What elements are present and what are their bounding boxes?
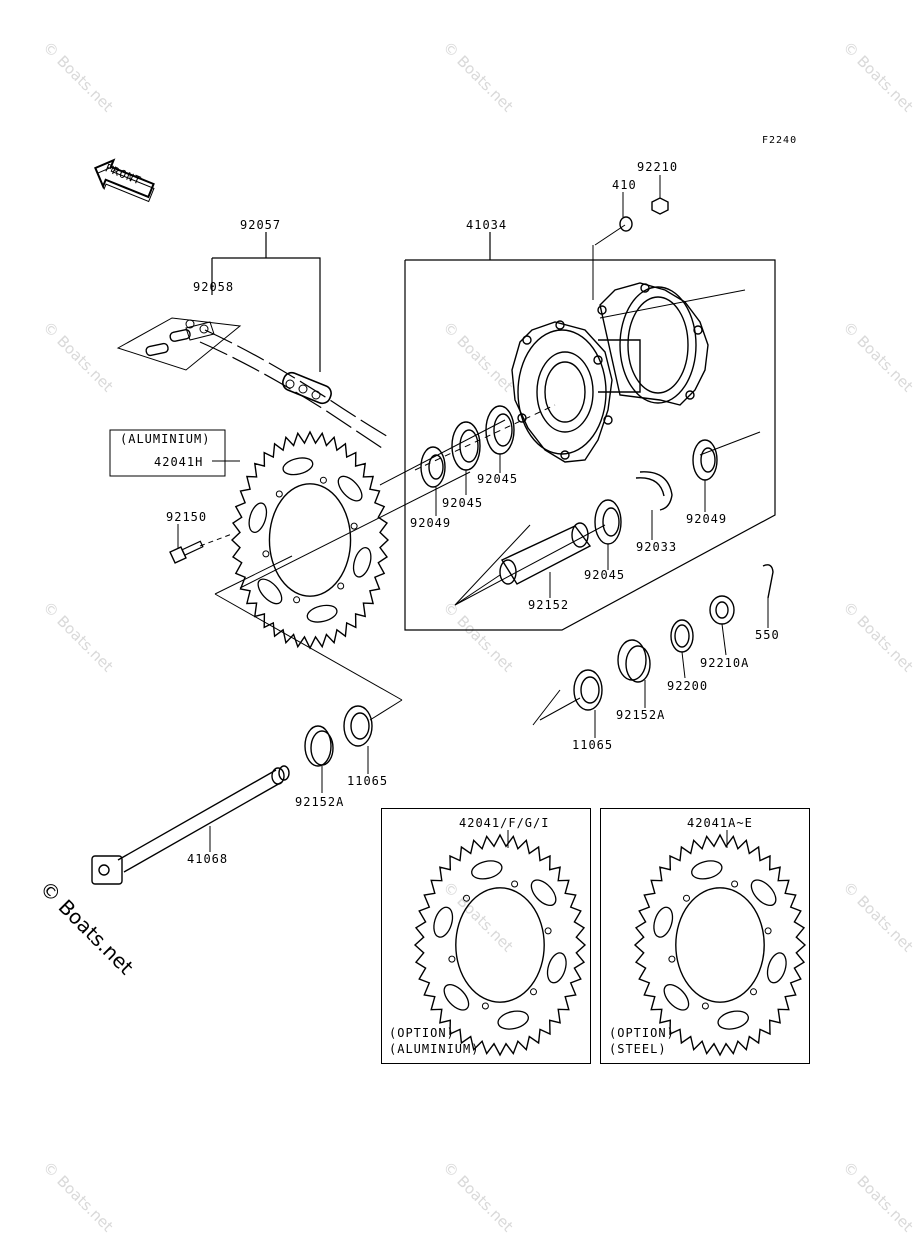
part-label-92150: 92150 [166, 510, 208, 524]
part-label-92033: 92033 [636, 540, 678, 554]
sprocket-bolt-hole [293, 596, 301, 604]
figure-code: F2240 [762, 135, 798, 146]
part-label-92210: 92210 [637, 160, 679, 174]
sprocket-bolt-hole [544, 927, 552, 935]
part-label-41034: 41034 [466, 218, 508, 232]
sprocket-lightening-hole [497, 1010, 529, 1030]
part-label-92049: 92049 [686, 512, 728, 526]
sprocket-lightening-hole [546, 952, 567, 984]
sprocket-bolt-hole [764, 927, 772, 935]
sprocket-bolt-hole [530, 988, 537, 996]
sprocket-outline [230, 430, 390, 650]
part-label-42041H: 42041H [154, 455, 204, 469]
sprocket-bolt-hole [463, 894, 470, 902]
sprocket-lightening-hole [530, 879, 557, 907]
sprocket-bolt-hole [750, 988, 757, 996]
part-label-92045: 92045 [584, 568, 626, 582]
sprocket-bolt-hole [319, 476, 327, 484]
sprocket-lightening-hole [663, 983, 690, 1011]
part-label-92058: 92058 [193, 280, 235, 294]
diagram-lineart [91, 158, 807, 1057]
chain-links [282, 371, 332, 405]
sprocket-lightening-hole [248, 502, 268, 533]
inset-part-label: 42041/F/G/I [459, 816, 550, 830]
sprocket-outline [413, 833, 587, 1057]
sprocket-bolt-hole [701, 1002, 709, 1010]
part-label-550: 550 [755, 628, 780, 642]
sprocket-bolt-hole [481, 1002, 489, 1010]
sprocket-bolt-hole [668, 955, 676, 963]
rear-sprocket [230, 430, 390, 650]
inset-material-label: (STEEL) [609, 1042, 667, 1056]
sprocket-center-hole [268, 483, 352, 597]
sprocket-lightening-hole [306, 604, 338, 623]
sprocket-bolt-hole [262, 550, 270, 558]
sprocket-bolt-hole [448, 955, 456, 963]
part-label-92057: 92057 [240, 218, 282, 232]
part-label-92200: 92200 [667, 679, 709, 693]
option-sprocket-aluminium [413, 833, 587, 1057]
part-label-92210A: 92210A [700, 656, 750, 670]
inset-part-label: 42041A~E [687, 816, 753, 830]
sprocket-lightening-hole [766, 952, 787, 984]
inset-material-label: (ALUMINIUM) [389, 1042, 480, 1056]
front-arrow-icon [94, 158, 155, 203]
part-label-92049: 92049 [410, 516, 452, 530]
sprocket-lightening-hole [257, 578, 283, 605]
aluminium-tag: (ALUMINIUM) [120, 432, 211, 446]
sprocket-bolt-hole [731, 880, 739, 888]
sprocket-center-hole [455, 887, 545, 1003]
part-label-92152: 92152 [528, 598, 570, 612]
sprocket-lightening-hole [471, 860, 503, 880]
sprocket-lightening-hole [337, 475, 363, 502]
option-panel-aluminium [381, 808, 591, 1064]
part-label-92152A: 92152A [616, 708, 666, 722]
sprocket-bolt-hole [683, 894, 690, 902]
option-sprocket-steel [633, 833, 807, 1057]
sprocket-bolt-hole [350, 522, 358, 530]
option-panel-steel [600, 808, 810, 1064]
sprocket-lightening-hole [750, 879, 777, 907]
rear-axle [91, 765, 290, 885]
sprocket-lightening-hole [717, 1010, 749, 1030]
sprocket-lightening-hole [433, 906, 454, 938]
parts-diagram: © Boats.net © Boats.net © Boats.net © Bo… [35, 38, 916, 1235]
sprocket-lightening-hole [282, 457, 314, 476]
part-label-92152A: 92152A [295, 795, 345, 809]
part-label-11065: 11065 [572, 738, 614, 752]
part-label-410: 410 [612, 178, 637, 192]
inset-option-label: (OPTION) [389, 1026, 455, 1040]
part-label-92045: 92045 [477, 472, 519, 486]
sprocket-lightening-hole [352, 547, 372, 578]
sprocket-bolt-hole [337, 582, 345, 590]
sprocket-center-hole [675, 887, 765, 1003]
sprocket-lightening-hole [443, 983, 470, 1011]
inset-option-label: (OPTION) [609, 1026, 675, 1040]
rear-hub [511, 282, 709, 463]
sprocket-outline [633, 833, 807, 1057]
part-label-11065: 11065 [347, 774, 389, 788]
bolt-92150 [169, 540, 204, 564]
sprocket-bolt-hole [275, 490, 283, 498]
sprocket-bolt-hole [511, 880, 519, 888]
sprocket-lightening-hole [691, 860, 723, 880]
part-label-92045: 92045 [442, 496, 484, 510]
sprocket-lightening-hole [653, 906, 674, 938]
part-label-41068: 41068 [187, 852, 229, 866]
